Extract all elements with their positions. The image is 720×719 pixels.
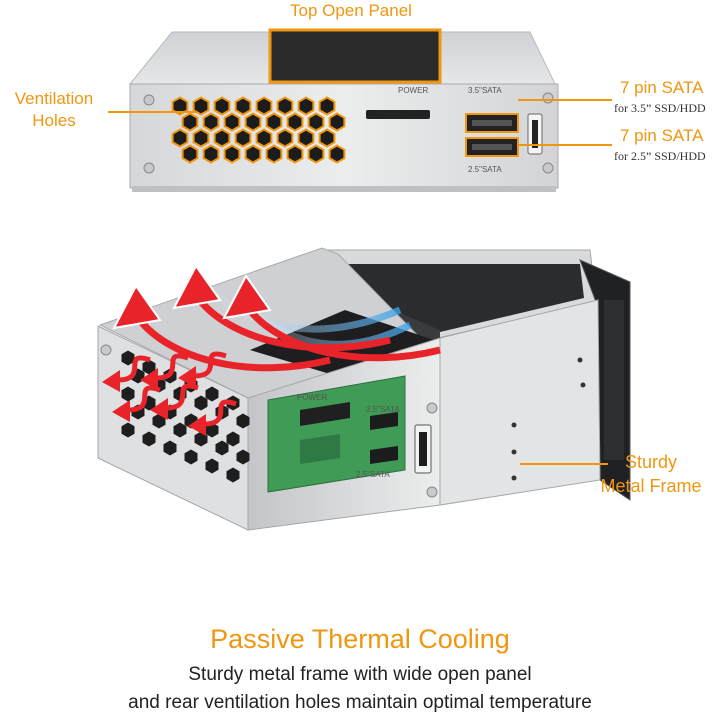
vent-hole (318, 96, 336, 116)
front-vent-hole (173, 422, 187, 438)
front-vent-hole (205, 458, 219, 474)
feature-title: Passive Thermal Cooling (210, 624, 510, 654)
airflow-up-arrow-head (222, 274, 272, 320)
rear-panel-figure (108, 28, 612, 192)
vent-hole (202, 112, 220, 132)
front-vent-hole (163, 440, 177, 456)
metal-frame-line2: Metal Frame (600, 476, 702, 496)
vent-hole (265, 112, 283, 132)
front-vent-hole (121, 422, 135, 438)
feature-description-line2: and rear ventilation holes maintain opti… (128, 692, 592, 713)
front-vent-hole (142, 359, 156, 375)
vent-hole (307, 112, 325, 132)
airflow-side-arrow-stream (193, 351, 227, 379)
airflow-up-arrow-stream (245, 305, 441, 362)
ventilation-label-line2: Holes (32, 111, 76, 130)
vent-hole (192, 128, 210, 148)
front-vent-hole (142, 431, 156, 447)
airflow-up-arrow-head (112, 284, 162, 330)
airflow-side-arrow-stream (155, 353, 189, 381)
sata25-silk-label-3d: 2.5"SATA (356, 470, 390, 479)
front-vent-hole (121, 386, 135, 402)
feature-description-line1: Sturdy metal frame with wide open panel (188, 664, 532, 685)
vent-hole (255, 96, 273, 116)
top-open-panel-label: Top Open Panel (290, 1, 412, 20)
ventilation-label-line1: Ventilation (14, 89, 94, 108)
airflow-side-arrow-stream (203, 399, 237, 427)
vent-hole (234, 128, 252, 148)
front-vent-hole (194, 395, 208, 411)
vent-hole (328, 112, 346, 132)
airflow-side-arrow-head (140, 368, 158, 390)
airflow-side-arrow-head (178, 366, 196, 388)
airflow-side-arrow-head (150, 398, 168, 420)
front-ventilation-holes (121, 350, 250, 483)
vent-hole (307, 144, 325, 164)
power-silk-label-3d: POWER (297, 393, 328, 402)
vent-hole (328, 144, 346, 164)
ventilation-holes (171, 96, 346, 164)
enclosure-perspective-figure (97, 247, 631, 531)
vent-hole (297, 96, 315, 116)
vent-hole (286, 112, 304, 132)
vent-hole (171, 128, 189, 148)
ventilation-holes-label: Ventilation Holes (2, 88, 106, 132)
airflow-side-arrow-stream (127, 385, 161, 413)
airflow-side-arrow-stream (117, 355, 151, 383)
airflow-up-arrows (112, 264, 441, 372)
vent-hole (276, 96, 294, 116)
vent-hole (244, 112, 262, 132)
front-vent-hole (215, 440, 229, 456)
vent-hole (192, 96, 210, 116)
vent-hole (213, 128, 231, 148)
front-vent-hole (226, 431, 240, 447)
vent-hole (265, 144, 283, 164)
vent-hole (255, 128, 273, 148)
vent-hole (286, 144, 304, 164)
airflow-side-arrows (102, 351, 237, 436)
vent-hole (223, 144, 241, 164)
vent-hole (223, 112, 241, 132)
sata35-callout-sub: for 3.5” SSD/HDD (614, 101, 706, 115)
airflow-up-arrow-stream (195, 295, 391, 352)
sata35-callout-title: 7 pin SATA (620, 78, 704, 97)
vent-hole (171, 96, 189, 116)
front-vent-hole (152, 413, 166, 429)
top-open-panel (268, 28, 442, 84)
front-vent-hole (236, 449, 250, 465)
front-vent-hole (236, 413, 250, 429)
airflow-side-arrow-stream (165, 383, 199, 411)
metal-frame-label: Sturdy Metal Frame (596, 450, 706, 498)
vent-hole (181, 144, 199, 164)
front-vent-hole (184, 449, 198, 465)
sata35-silk-label: 3.5"SATA (468, 86, 502, 95)
front-vent-hole (205, 386, 219, 402)
vent-hole (234, 96, 252, 116)
sata25-silk-label: 2.5"SATA (468, 165, 502, 174)
power-connector (366, 110, 430, 119)
front-vent-hole (121, 350, 135, 366)
airflow-side-arrow-head (102, 370, 120, 392)
vent-hole (181, 112, 199, 132)
power-silk-label: POWER (398, 86, 429, 95)
vent-hole (213, 96, 231, 116)
airflow-side-arrow-head (188, 414, 206, 436)
front-vent-hole (226, 467, 240, 483)
vent-hole (297, 128, 315, 148)
sata25-callout-sub: for 2.5” SSD/HDD (614, 149, 706, 163)
front-vent-hole (205, 422, 219, 438)
front-vent-hole (194, 431, 208, 447)
sata35-silk-label-3d: 3.5"SATA (366, 405, 400, 414)
vent-hole (318, 128, 336, 148)
airflow-up-arrow-head (172, 264, 222, 310)
sata25-callout-title: 7 pin SATA (620, 126, 704, 145)
vent-hole (202, 144, 220, 164)
airflow-up-arrow-stream (135, 315, 331, 372)
vent-hole (276, 128, 294, 148)
metal-frame-line1: Sturdy (624, 452, 678, 472)
airflow-side-arrow-head (112, 400, 130, 422)
vent-hole (244, 144, 262, 164)
